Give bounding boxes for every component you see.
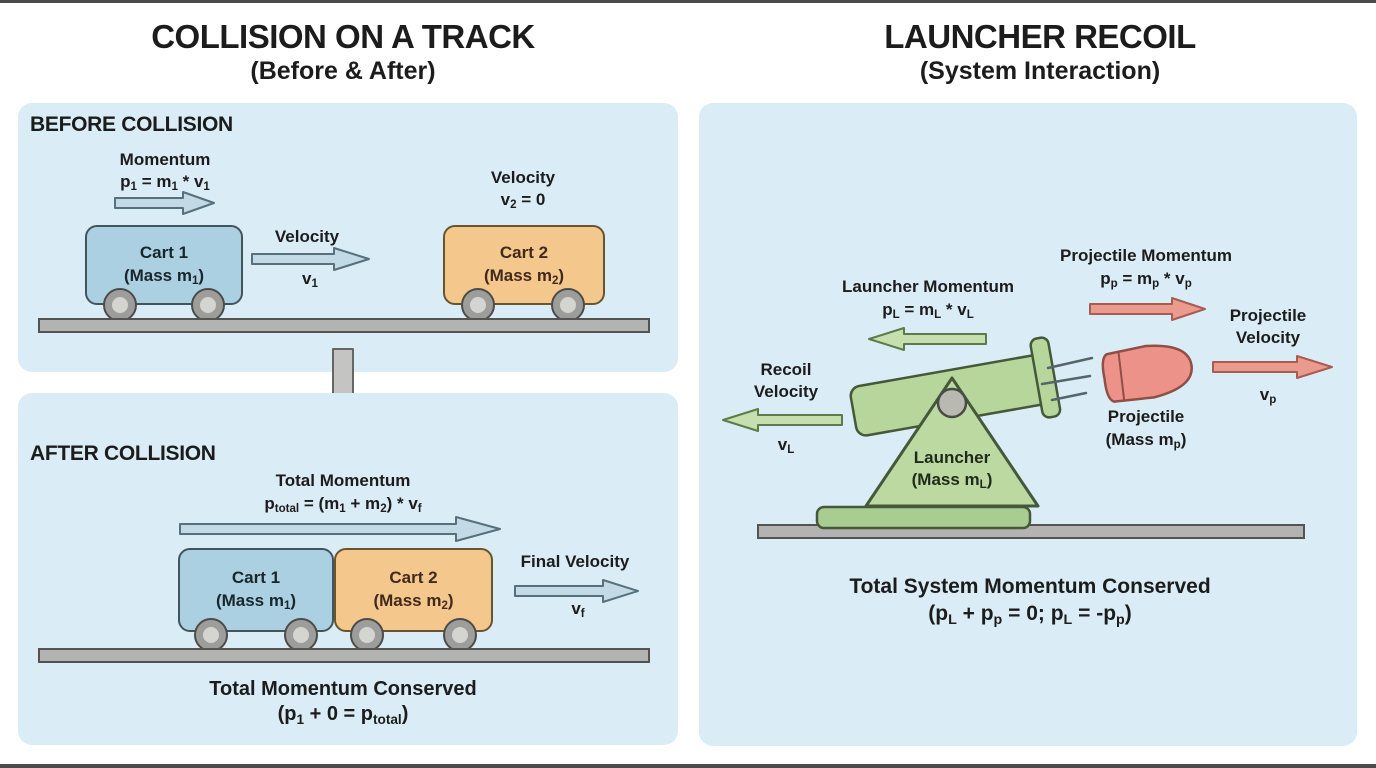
cart2-velocity-value: v2 = 0 xyxy=(500,190,546,212)
recoil-velocity-label: Recoil Velocity xyxy=(753,360,819,402)
launcher-momentum-arrow-icon xyxy=(868,327,987,351)
cart2-velocity-label: Velocity xyxy=(490,168,556,187)
after-conserved-label: Total Momentum Conserved xyxy=(209,678,477,700)
total-momentum-formula: ptotal = (m1 + m2) * vf xyxy=(264,494,422,516)
total-momentum-label: Total Momentum xyxy=(275,471,411,490)
projectile-graphic xyxy=(1101,344,1193,403)
projectile-velocity-arrow-icon xyxy=(1212,355,1333,379)
cart2-after: Cart 2 (Mass m2) xyxy=(334,548,493,632)
velocity-value: v1 xyxy=(302,269,318,291)
launcher-mass: (Mass mL) xyxy=(911,470,993,492)
before-heading: BEFORE COLLISION xyxy=(30,113,233,136)
projectile-velocity-value: vp xyxy=(1259,385,1277,407)
cart1-after: Cart 1 (Mass m1) xyxy=(178,548,334,632)
velocity-label: Velocity xyxy=(274,227,340,246)
left-subtitle: (Before & After) xyxy=(250,57,436,85)
launcher-momentum-label: Launcher Momentum xyxy=(842,277,1014,296)
cart1-mass: (Mass m1) xyxy=(215,591,297,613)
cart2-name: Cart 2 xyxy=(499,243,549,263)
launcher-name: Launcher xyxy=(913,448,991,467)
projectile-name: Projectile xyxy=(1107,407,1185,426)
right-subtitle: (System Interaction) xyxy=(919,57,1161,85)
velocity-arrow-icon xyxy=(251,247,370,271)
momentum-label: Momentum xyxy=(119,150,211,169)
momentum-arrow-icon xyxy=(114,191,215,215)
cart-wheel-icon xyxy=(194,618,228,652)
projectile-mass: (Mass mp) xyxy=(1105,430,1187,452)
projectile-momentum-arrow-icon xyxy=(1089,297,1206,321)
cart-wheel-icon xyxy=(103,288,137,322)
projectile-momentum-formula: pp = mp * vp xyxy=(1100,269,1192,291)
launcher-momentum-formula: pL = mL * vL xyxy=(882,300,974,322)
launcher-graphic xyxy=(815,336,1062,530)
after-conserved-formula: (p1 + 0 = ptotal) xyxy=(277,703,409,727)
cart-wheel-icon xyxy=(443,618,477,652)
system-conserved-label: Total System Momentum Conserved xyxy=(849,575,1211,598)
bottom-border-line xyxy=(0,764,1376,768)
cart1-mass: (Mass m1) xyxy=(123,266,205,288)
right-title: LAUNCHER RECOIL xyxy=(884,18,1196,55)
cart2-mass: (Mass m2) xyxy=(483,266,565,288)
cart-wheel-icon xyxy=(350,618,384,652)
momentum-formula: p1 = m1 * v1 xyxy=(120,172,210,194)
final-velocity-value: vf xyxy=(571,599,585,621)
motion-lines-icon xyxy=(1040,356,1094,402)
projectile-velocity-label: Projectile Velocity xyxy=(1229,306,1307,348)
system-conserved-formula: (pL + pp = 0; pL = -pp) xyxy=(928,602,1132,628)
recoil-velocity-value: vL xyxy=(777,435,795,457)
track-after xyxy=(38,648,650,663)
cart2-name: Cart 2 xyxy=(389,568,438,588)
cart-wheel-icon xyxy=(551,288,585,322)
projectile-momentum-label: Projectile Momentum xyxy=(1060,246,1232,265)
final-velocity-arrow-icon xyxy=(514,579,639,603)
left-title: COLLISION ON A TRACK xyxy=(151,18,535,55)
track-before xyxy=(38,318,650,333)
cart1-name: Cart 1 xyxy=(139,243,189,263)
final-velocity-label: Final Velocity xyxy=(520,552,630,571)
cart-wheel-icon xyxy=(191,288,225,322)
cart1-name: Cart 1 xyxy=(231,568,281,588)
after-heading: AFTER COLLISION xyxy=(30,442,216,465)
cart-wheel-icon xyxy=(284,618,318,652)
total-momentum-arrow-icon xyxy=(179,516,501,542)
cart-wheel-icon xyxy=(461,288,495,322)
cart2-mass: (Mass m2) xyxy=(373,591,454,613)
recoil-velocity-arrow-icon xyxy=(722,408,843,432)
top-border-line xyxy=(0,0,1376,3)
